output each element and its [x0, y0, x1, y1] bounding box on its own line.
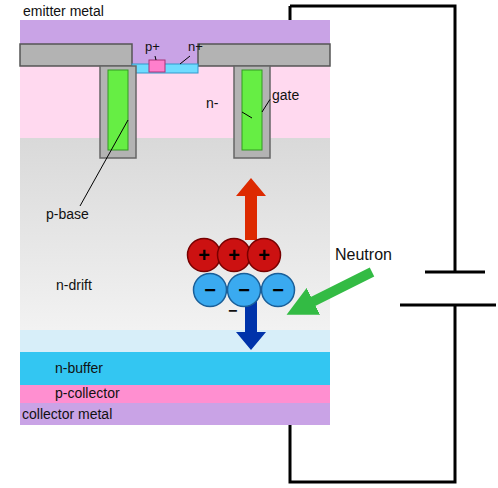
n-drift-region: n-drift+++−−−	[20, 138, 330, 330]
collector-metal-band: collector metal	[20, 403, 330, 425]
p-plus-region	[149, 60, 165, 72]
p-collector-band: p-collector	[20, 385, 330, 403]
gate-oxide	[234, 66, 270, 158]
layer-name: n-buffer	[55, 361, 103, 376]
charge-sign: +	[186, 237, 222, 273]
layer-name: p-collector	[55, 386, 120, 401]
layer-name: collector metal	[22, 407, 112, 422]
p-collector-layer	[20, 385, 330, 403]
battery-symbol	[400, 272, 496, 305]
charge-sign: +	[216, 237, 252, 273]
charge-sign: −	[228, 302, 237, 320]
region-label: n+	[188, 40, 203, 54]
oxide-block	[20, 44, 132, 66]
n-buffer-layer	[20, 352, 330, 385]
p-base-region	[20, 66, 330, 138]
n-buffer-band: n-buffer	[20, 352, 330, 385]
collector-metal-layer	[20, 403, 330, 425]
charge-sign: −	[260, 272, 296, 308]
oxide-block	[198, 44, 330, 66]
gate-electrode	[242, 70, 262, 150]
hole-drift-arrow	[236, 178, 266, 240]
n-drift-region	[20, 138, 330, 330]
n-drift-lower-band	[20, 330, 330, 352]
region-label: n-	[206, 96, 218, 111]
emitter-metal-band: emitter metal	[20, 20, 330, 44]
region-label: p-base	[46, 207, 89, 222]
electron-circle: −	[260, 272, 296, 308]
leader-line	[262, 99, 270, 112]
hole-circle: +	[186, 237, 222, 273]
gate-label: gate	[272, 88, 299, 103]
electron-drift-arrow	[236, 300, 266, 350]
gate-oxide	[100, 66, 136, 158]
layer-name: n-drift	[56, 278, 92, 293]
neutron-arrow	[300, 272, 372, 308]
charge-sign: −	[192, 272, 228, 308]
electron-circle: −	[192, 272, 228, 308]
layer-name: emitter metal	[23, 4, 104, 19]
leader-line	[80, 56, 252, 206]
hole-circle: +	[246, 237, 282, 273]
particle-label: Neutron	[335, 246, 392, 264]
emitter-metal-layer	[20, 20, 330, 66]
charge-sign: +	[246, 237, 282, 273]
hole-circle: +	[216, 237, 252, 273]
region-label: p+	[145, 40, 160, 54]
